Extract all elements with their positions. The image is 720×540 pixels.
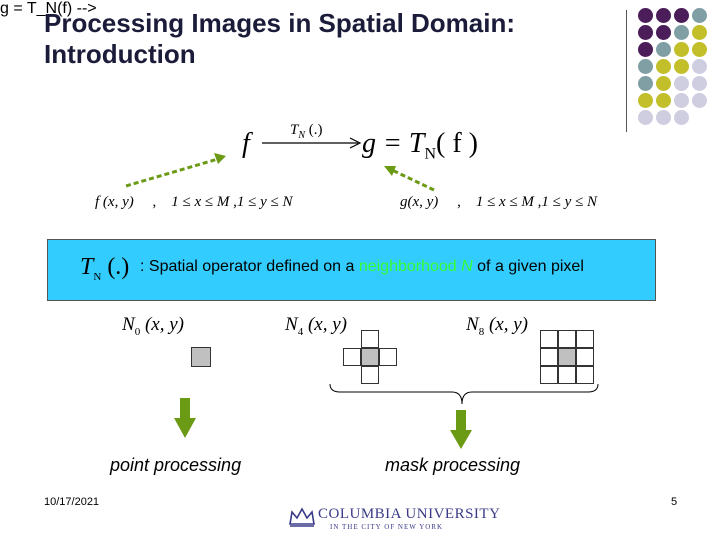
equation-result: g = TN( f ) <box>362 128 479 163</box>
operator-description: : Spatial operator defined on a neighbor… <box>140 258 584 275</box>
n4-center-cell <box>361 348 379 366</box>
university-tagline: IN THE CITY OF NEW YORK <box>330 523 444 531</box>
mask-processing-arrow <box>450 410 472 449</box>
university-wordmark: COLUMBIA UNIVERSITY <box>318 506 501 522</box>
slide-title: Processing Images in Spatial Domain: Int… <box>44 8 584 70</box>
point-processing-label: point processing <box>110 455 242 475</box>
right-definition: g(x, y) , 1 ≤ x ≤ M ,1 ≤ y ≤ N <box>400 194 598 210</box>
operator-symbol: TN (.) <box>80 254 130 283</box>
point-processing-arrow <box>174 398 196 438</box>
n4-cell <box>343 348 361 366</box>
crown-logo-icon <box>289 507 315 527</box>
divider-line <box>626 10 627 132</box>
n8-cell <box>558 366 576 384</box>
n4-cell <box>379 348 397 366</box>
mask-processing-label: mask processing <box>385 455 521 475</box>
page-number: 5 <box>671 496 678 508</box>
n8-cell <box>576 366 594 384</box>
title-line-1: Processing Images in Spatial Domain: <box>44 8 516 38</box>
n8-cell <box>540 366 558 384</box>
n8-cell <box>540 348 558 366</box>
equation-arrow <box>262 137 362 149</box>
n8-cell <box>576 348 594 366</box>
neighborhood-label-n0: N0 (x, y) <box>122 314 184 338</box>
neighborhood-label-n8: N8 (x, y) <box>466 314 528 338</box>
neighborhood-label-n4: N4 (x, y) <box>285 314 347 338</box>
n4-cell <box>361 330 379 348</box>
equation-f: f <box>242 128 250 159</box>
n8-center-cell <box>558 348 576 366</box>
left-definition: f (x, y) , 1 ≤ x ≤ M ,1 ≤ y ≤ N <box>95 194 293 210</box>
title-line-2: Introduction <box>44 39 196 69</box>
n4-cell <box>361 366 379 384</box>
operator-definition-box <box>47 239 656 301</box>
equation-operator: TN (.) <box>290 122 323 141</box>
slide-date: 10/17/2021 <box>44 496 100 508</box>
n0-center-cell <box>191 347 211 367</box>
n8-cell <box>558 330 576 348</box>
n8-cell <box>540 330 558 348</box>
n8-cell <box>576 330 594 348</box>
